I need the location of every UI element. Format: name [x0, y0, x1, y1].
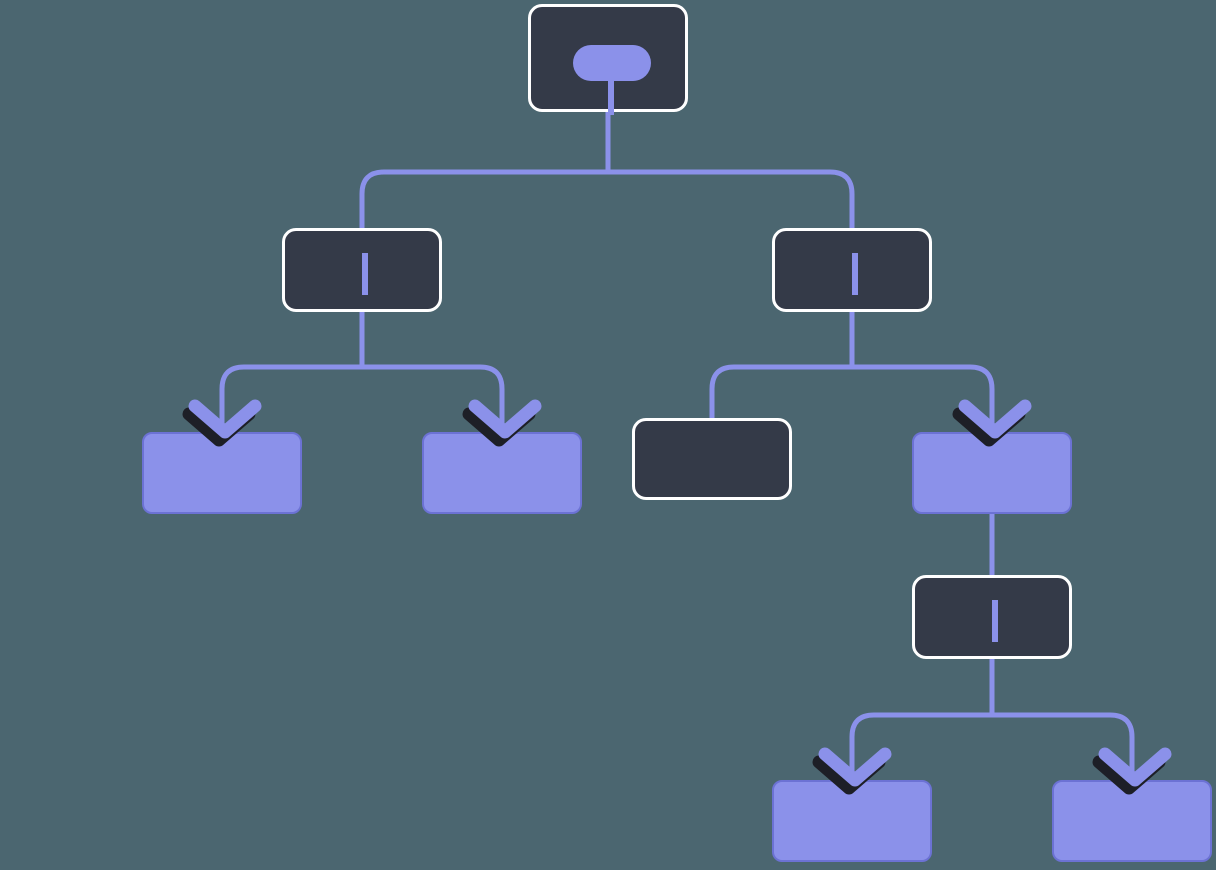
edge-branch-left-to-leaf-2	[359, 300, 505, 438]
leaf-node-6[interactable]	[1052, 780, 1212, 862]
edge-branch-left-to-leaf-1	[219, 300, 365, 438]
sub-branch-node[interactable]	[912, 575, 1072, 659]
node-through-line	[362, 253, 368, 295]
leaf-node-2[interactable]	[422, 432, 582, 514]
edge-branch-right-to-leaf-3	[709, 300, 855, 420]
edge-sub-branch-to-leaf-5	[849, 648, 995, 786]
branch-node-left[interactable]	[282, 228, 442, 312]
node-through-line	[992, 600, 998, 642]
dark-leaf-node-3[interactable]	[632, 418, 792, 500]
node-through-line	[852, 253, 858, 295]
branch-node-right[interactable]	[772, 228, 932, 312]
leaf-node-5[interactable]	[772, 780, 932, 862]
root-node[interactable]	[528, 4, 688, 115]
leaf-node-1[interactable]	[142, 432, 302, 514]
edge-sub-branch-to-leaf-6	[989, 648, 1135, 786]
edge-root-to-branch-right	[605, 108, 855, 240]
edge-branch-right-to-node-4	[849, 300, 995, 438]
edge-root-to-branch-left	[359, 108, 611, 240]
branch-node-4[interactable]	[912, 432, 1072, 514]
root-connector-stub	[608, 63, 614, 115]
